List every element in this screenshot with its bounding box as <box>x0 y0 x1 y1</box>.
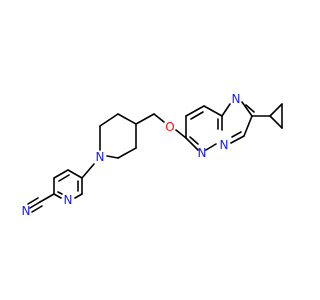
pyridine-ring <box>53 169 83 199</box>
cyclopropyl-group <box>251 103 283 129</box>
aryl-amine-bond <box>81 163 95 179</box>
pyridazine-ring <box>185 105 223 151</box>
piperidine-nitrogen-label: N <box>96 150 105 164</box>
piperidine-ring <box>99 113 137 159</box>
nitrile-group <box>27 193 55 213</box>
ether-oxygen-label: O <box>165 120 174 134</box>
structure-diagram: N N N O N N N <box>22 92 283 218</box>
molecule-canvas: N N N O N N N <box>22 92 283 218</box>
bridgehead-nitrogen-label: N <box>220 138 229 152</box>
ether-linker <box>135 113 187 139</box>
pyridine-nitrogen-label: N <box>64 193 73 207</box>
imidazole-nitrogen-label: N <box>232 92 241 106</box>
pyridazine-nitrogen-label: N <box>198 146 207 160</box>
imidazole-ring <box>221 101 255 144</box>
nitrile-nitrogen-label: N <box>22 204 31 218</box>
